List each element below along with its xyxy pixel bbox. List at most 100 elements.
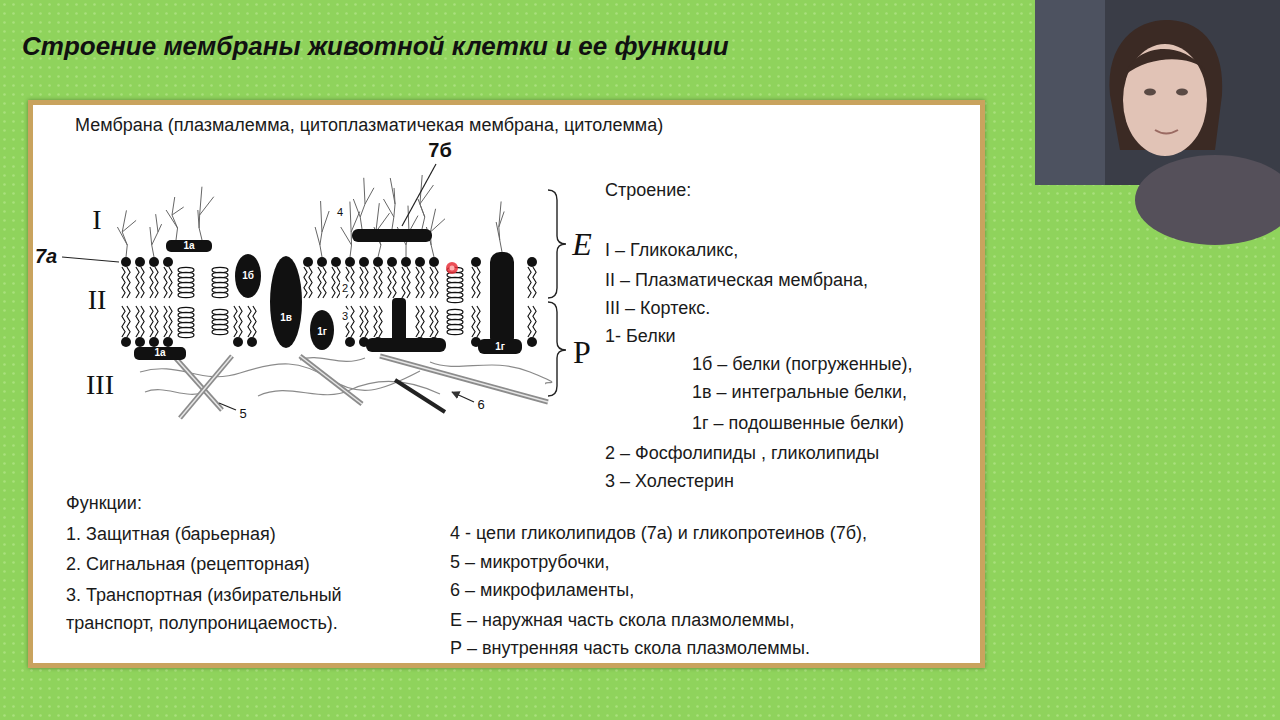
panel-text: 2 – Фосфолипиды , гликолипиды [605, 442, 879, 465]
microfilament [140, 358, 552, 396]
phospholipid [435, 306, 438, 337]
leader-line [219, 403, 236, 410]
glycocalyx-chain [383, 199, 393, 217]
helical-protein [178, 327, 194, 332]
phospholipid [239, 306, 242, 337]
phospholipid [351, 267, 354, 298]
membrane-protein [270, 256, 302, 348]
pointer-dot [450, 266, 455, 271]
phospholipid [393, 267, 396, 298]
membrane-protein [490, 252, 514, 348]
panel-text: 2. Сигнальная (рецепторная) [66, 553, 310, 576]
glycocalyx-chain [200, 197, 214, 215]
callout-label: 7а [35, 246, 57, 266]
glycocalyx-chain [341, 227, 352, 245]
glycocalyx-chain [351, 212, 360, 232]
webcam-image [1135, 155, 1280, 245]
glycocalyx-chain [397, 227, 406, 245]
panel-text: 1. Защитная (барьерная) [66, 523, 276, 546]
phospholipid [421, 306, 424, 337]
curly-bracket [548, 190, 566, 298]
microtubule [172, 354, 222, 410]
phospholipid [533, 306, 536, 337]
glycocalyx-chain [117, 175, 504, 257]
phospholipid [155, 306, 158, 337]
phospholipid [150, 306, 153, 337]
microtubule [180, 356, 232, 418]
microfilament [258, 381, 440, 396]
glycocalyx-chain [166, 210, 177, 228]
glycocalyx-chain [409, 216, 418, 232]
callout-label: Е [572, 228, 592, 260]
helical-protein [178, 267, 463, 337]
panel-text: Мембрана (плазмалемма, цитоплазматичекая… [75, 114, 663, 137]
callout-label: II [88, 286, 107, 314]
phospholipid [127, 306, 130, 337]
glycocalyx-chain [430, 219, 445, 232]
phospholipid [471, 257, 481, 267]
glycocalyx-chain [158, 224, 162, 232]
microtubule [172, 354, 222, 410]
phospholipid [528, 306, 531, 337]
glycocalyx-chain [122, 210, 127, 257]
phospholipid [407, 267, 410, 298]
panel-text: Функции: [66, 492, 142, 515]
glycocalyx-chain [322, 211, 329, 232]
curly-bracket [548, 190, 566, 396]
phospholipid [304, 267, 307, 298]
glycocalyx-chain [152, 214, 158, 257]
phospholipid [528, 267, 531, 298]
glycocalyx-chain [376, 203, 381, 257]
helical-protein [212, 324, 228, 329]
glycocalyx-chain [320, 201, 322, 257]
phospholipid [135, 257, 145, 267]
membrane-protein [235, 254, 261, 298]
phospholipid [472, 267, 475, 298]
phospholipid [121, 337, 131, 347]
helical-protein [178, 332, 194, 337]
glycocalyx-chain [420, 185, 434, 204]
webcam-image [1176, 89, 1188, 96]
helical-protein [178, 277, 194, 282]
glycocalyx-chain [420, 175, 425, 229]
phospholipid [359, 257, 369, 267]
phospholipid [527, 337, 537, 347]
phospholipid [416, 267, 419, 298]
glycocalyx-chain [496, 222, 500, 240]
phospholipid [303, 257, 313, 267]
phospholipid [253, 306, 256, 337]
membrane-protein [366, 338, 446, 352]
webcam-image [1035, 0, 1280, 185]
membrane-protein [166, 240, 212, 252]
panel-text: II – Плазматическая мембрана, [605, 269, 868, 292]
phospholipid [345, 337, 355, 347]
panel-text: 1- Белки [605, 325, 676, 348]
callout-label: 1г [495, 342, 505, 352]
glycocalyx-chain [198, 210, 199, 228]
phospholipid [360, 267, 363, 298]
phospholipid [323, 267, 326, 298]
helical-protein [447, 314, 463, 319]
leader-line [62, 257, 119, 262]
slide-title: Строение мембраны животной клетки и ее ф… [22, 31, 729, 62]
microfilament [145, 390, 205, 395]
callout-label: 1в [280, 313, 292, 323]
phospholipid [365, 306, 368, 337]
microtubule [395, 380, 445, 412]
helical-protein [212, 272, 228, 277]
phospholipid [248, 306, 251, 337]
phospholipid [379, 306, 382, 337]
helical-protein [447, 319, 463, 324]
panel-text: I – Гликокаликс, [605, 239, 738, 262]
panel-text: 5 – микротрубочки, [450, 551, 609, 574]
phospholipid [402, 267, 405, 298]
helical-protein [212, 287, 228, 292]
phospholipid [527, 257, 537, 267]
microtubule [172, 354, 548, 418]
panel-text: III – Кортекс. [605, 297, 710, 320]
glycocalyx-chain [117, 227, 127, 245]
phospholipid [135, 337, 145, 347]
panel-text: 1б – белки (погруженные), [692, 353, 913, 376]
phospholipid [141, 267, 144, 298]
helical-protein [447, 329, 463, 334]
